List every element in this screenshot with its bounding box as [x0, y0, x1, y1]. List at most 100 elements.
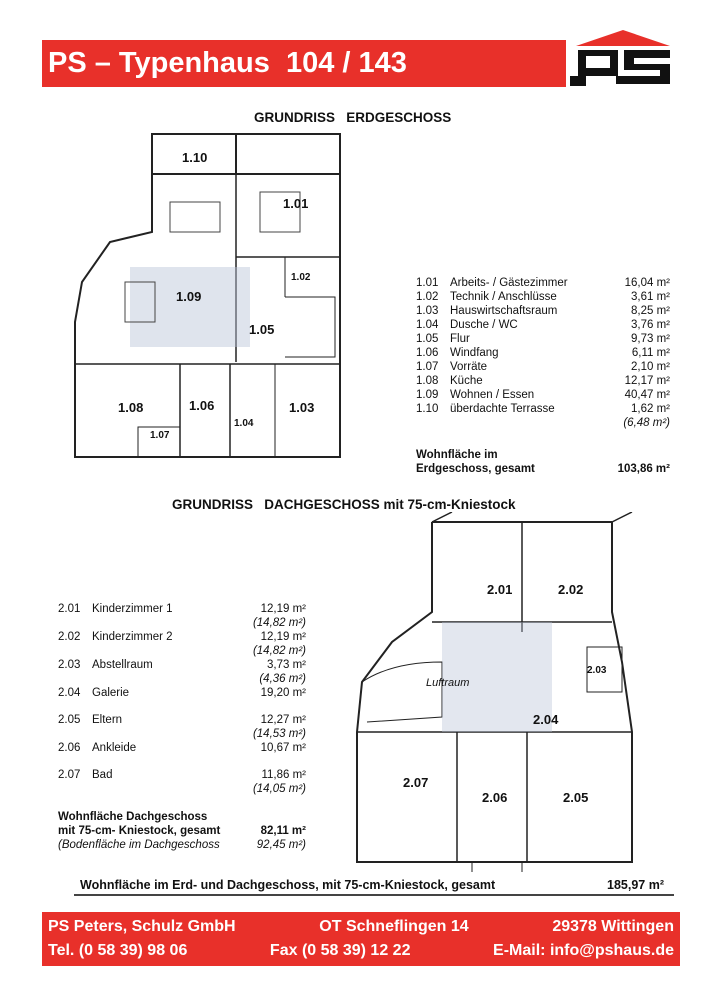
room-area: 12,17 m²	[624, 375, 670, 387]
room-row: 2.03 Abstellraum 3,73 m²	[58, 658, 306, 672]
room-number: 2.05	[58, 714, 81, 726]
room-label: 2.03	[587, 665, 607, 676]
room-area: 3,76 m²	[631, 319, 670, 331]
room-area: 2,10 m²	[631, 361, 670, 373]
room-row: 1.08 Küche 12,17 m²	[416, 374, 670, 388]
room-label: 1.09	[176, 289, 202, 304]
grand-total-label: Wohnfläche im Erd- und Dachgeschoss, mit…	[80, 878, 496, 892]
room-number: 1.08	[416, 375, 439, 387]
room-floor-area: (14,53 m²)	[252, 728, 306, 740]
dg-total-label: mit 75-cm- Kniestock, gesamt	[58, 825, 221, 837]
room-area: 12,27 m²	[260, 714, 306, 726]
room-number: 2.07	[58, 769, 81, 781]
dg-total-value: 82,11 m²	[260, 825, 306, 837]
room-floor-area: (14,82 m²)	[252, 617, 306, 629]
room-area: 12,19 m²	[260, 631, 306, 643]
room-name: Ankleide	[92, 742, 137, 754]
room-name: Kinderzimmer 1	[92, 603, 173, 615]
room-row: 1.03 Hauswirtschaftsraum 8,25 m²	[416, 304, 670, 318]
room-area: 19,20 m²	[260, 687, 306, 699]
room-floor-area: (6,48 m²)	[623, 417, 670, 429]
room-name: Galerie	[92, 687, 130, 699]
room-name: Arbeits- / Gästezimmer	[450, 277, 568, 289]
room-name: Hauswirtschaftsraum	[450, 305, 558, 317]
room-label: 1.06	[189, 398, 215, 413]
eg-total-value: 103,86 m²	[617, 463, 670, 475]
phone: Tel. (0 58 39) 98 06	[48, 942, 188, 959]
page-title: PS – Typenhaus 104 / 143	[42, 40, 566, 87]
ps-logo	[570, 30, 676, 88]
room-label: 2.07	[403, 775, 429, 790]
room-area: 1,62 m²	[631, 403, 670, 415]
street: OT Schneflingen 14	[319, 918, 469, 935]
room-name: Küche	[450, 375, 483, 387]
room-area: 11,86 m²	[261, 769, 306, 781]
room-label: 2.04	[533, 712, 559, 727]
eg-total-label: Erdgeschoss, gesamt	[416, 463, 535, 475]
room-row: 1.05 Flur 9,73 m²	[416, 332, 670, 346]
room-name: Bad	[92, 769, 113, 781]
room-number: 1.06	[416, 347, 439, 359]
room-label: 1.07	[150, 430, 170, 441]
room-label: 1.04	[234, 418, 254, 429]
room-area: 9,73 m²	[631, 333, 670, 345]
room-label: Luftraum	[426, 677, 470, 689]
room-floor-area: (4,36 m²)	[259, 673, 306, 685]
room-label: 2.05	[563, 790, 589, 805]
room-area: 12,19 m²	[260, 603, 306, 615]
room-label: 2.06	[482, 790, 508, 805]
room-number: 2.06	[58, 742, 81, 754]
room-floor-area: (14,05 m²)	[252, 783, 306, 795]
room-number: 2.02	[58, 631, 81, 643]
fax: Fax (0 58 39) 12 22	[269, 942, 411, 959]
room-name: Wohnen / Essen	[450, 389, 535, 401]
room-number: 2.04	[58, 687, 81, 699]
room-row: 1.06 Windfang 6,11 m²	[416, 346, 670, 360]
room-label: 2.02	[558, 582, 584, 597]
room-name: Vorräte	[450, 361, 488, 373]
room-number: 2.03	[58, 659, 81, 671]
eg-total-label: Wohnfläche im	[416, 449, 498, 461]
room-number: 1.10	[416, 403, 439, 415]
room-floor-area: (14,82 m²)	[252, 645, 306, 657]
room-name: Flur	[450, 333, 470, 345]
room-name: Kinderzimmer 2	[92, 631, 173, 643]
room-number: 1.05	[416, 333, 439, 345]
room-number: 1.09	[416, 389, 439, 401]
room-label: 1.03	[289, 400, 315, 415]
dg-total-label: Wohnfläche Dachgeschoss	[58, 811, 208, 823]
room-area: 8,25 m²	[631, 305, 670, 317]
email-link[interactable]: E-Mail: info@pshaus.de	[493, 942, 674, 959]
room-number: 1.01	[416, 277, 439, 289]
room-name: Windfang	[450, 347, 499, 359]
eg-section-title: GRUNDRISS ERDGESCHOSS	[254, 110, 452, 125]
room-area: 6,11 m²	[631, 347, 670, 359]
room-area: 10,67 m²	[260, 742, 306, 754]
room-area: 3,73 m²	[267, 659, 306, 671]
room-row: 2.07 Bad 11,86 m²	[58, 768, 306, 782]
dg-floor-plan	[356, 512, 633, 872]
grand-total-value: 185,97 m²	[607, 878, 664, 892]
room-number: 1.04	[416, 319, 439, 331]
dg-section-title: GRUNDRISS DACHGESCHOSS mit 75-cm-Kniesto…	[172, 497, 516, 512]
room-label: 1.08	[118, 400, 144, 415]
company-name: PS Peters, Schulz GmbH	[48, 918, 236, 935]
eg-floor-plan	[74, 133, 341, 458]
room-name: Abstellraum	[92, 659, 153, 671]
room-number: 1.03	[416, 305, 439, 317]
room-label: 1.05	[249, 322, 275, 337]
room-row: 2.06 Ankleide 10,67 m²	[58, 741, 306, 755]
room-label: 2.01	[487, 582, 513, 597]
grand-total: Wohnfläche im Erd- und Dachgeschoss, mit…	[74, 878, 674, 896]
room-label: 1.10	[182, 150, 208, 165]
